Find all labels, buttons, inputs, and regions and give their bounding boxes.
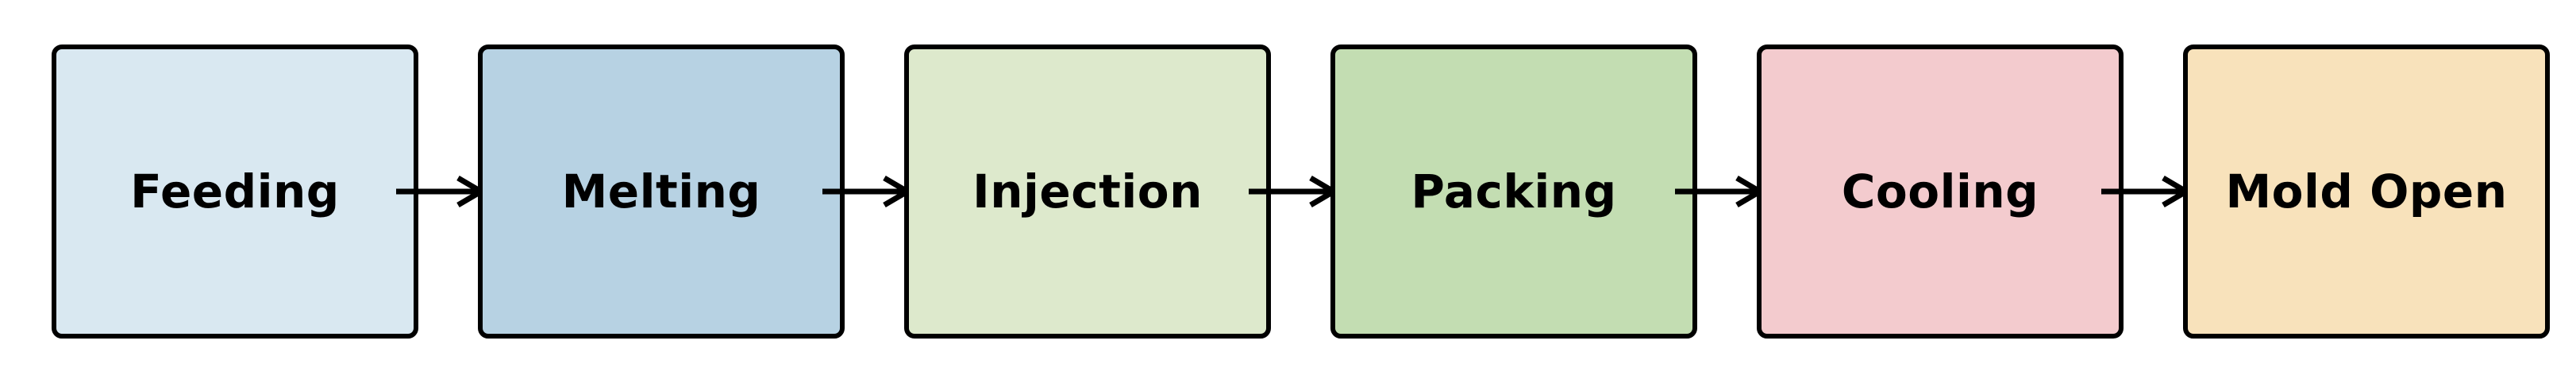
stage-label-melting: Melting — [561, 164, 761, 219]
flow-arrow-icon — [1675, 175, 1762, 208]
stage-label-cooling: Cooling — [1841, 164, 2039, 219]
stage-label-mold-open: Mold Open — [2225, 164, 2508, 219]
stage-box-cooling: Cooling — [1757, 45, 2124, 339]
flow-arrow-icon — [1249, 175, 1335, 208]
stage-label-feeding: Feeding — [130, 164, 340, 219]
stage-box-injection: Injection — [904, 45, 1271, 339]
stage-box-feeding: Feeding — [52, 45, 418, 339]
stage-box-packing: Packing — [1330, 45, 1697, 339]
stage-box-melting: Melting — [478, 45, 845, 339]
stage-label-injection: Injection — [972, 164, 1203, 219]
stage-label-packing: Packing — [1411, 164, 1617, 219]
flow-arrow-icon — [2101, 175, 2188, 208]
flow-arrow-icon — [396, 175, 483, 208]
flow-arrow-icon — [822, 175, 909, 208]
stage-box-mold-open: Mold Open — [2183, 45, 2550, 339]
